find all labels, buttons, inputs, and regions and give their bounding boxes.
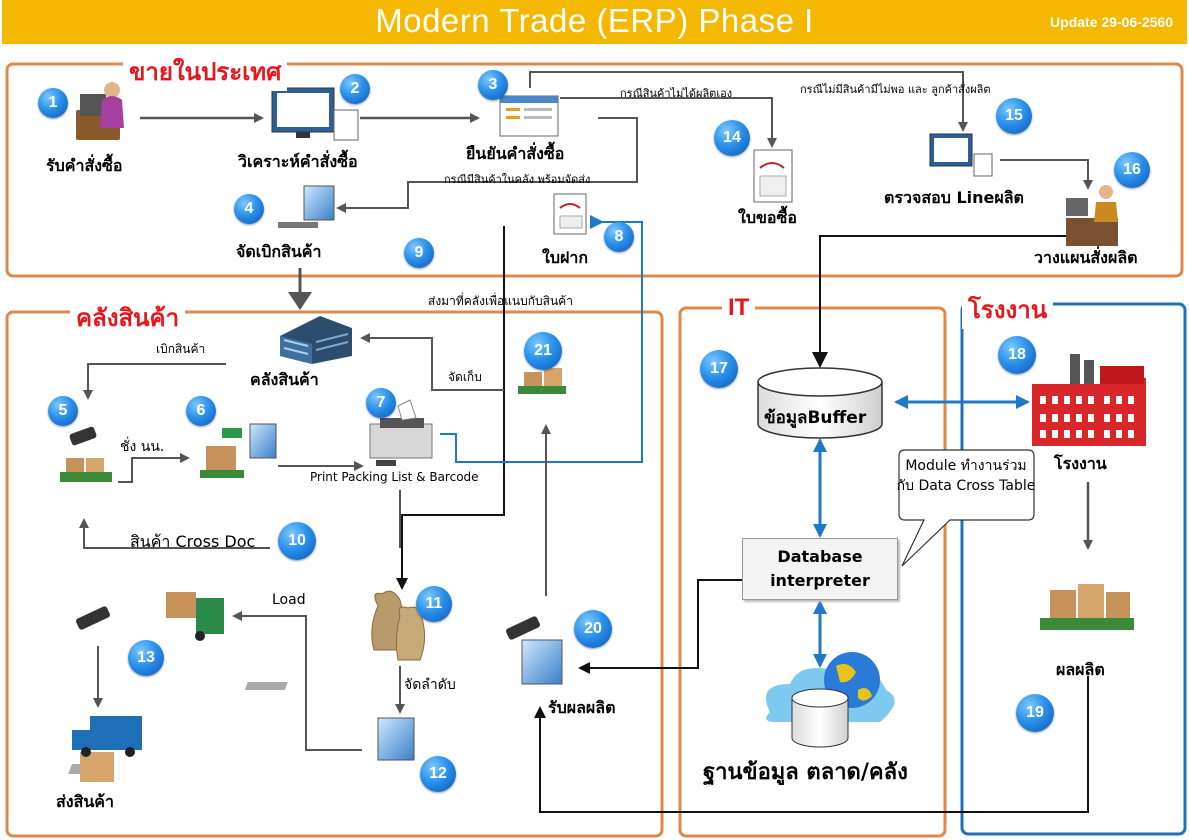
- node-label-product: ผลผลิต: [1056, 660, 1105, 679]
- node-label-factory: โรงงาน: [1054, 454, 1107, 473]
- region-title-warehouse: คลังสินค้า: [70, 298, 186, 337]
- edge-label-load: Load: [272, 592, 306, 608]
- node-label-print-packing: Print Packing List & Barcode: [310, 470, 479, 484]
- sacks-icon: [371, 590, 426, 661]
- region-it-frame: [678, 306, 947, 838]
- operator-icon: [76, 82, 124, 140]
- buffer-database-icon: [757, 367, 883, 439]
- node-label-ship-goods: ส่งสินค้า: [56, 792, 114, 811]
- pallet-icon-21: [518, 368, 566, 394]
- node-label-analyze-order: วิเคราะห์คำสั่งซื้อ: [238, 152, 358, 171]
- edge-label-weigh: ชั่ง นน.: [120, 439, 165, 455]
- step-badge-3: 3: [478, 70, 508, 100]
- region-title-factory: โรงงาน: [962, 290, 1054, 329]
- page-title: Modern Trade (ERP) Phase I: [375, 2, 814, 39]
- step-badge-21: 21: [524, 332, 562, 370]
- header-bar: [2, 0, 1187, 44]
- edge-label-in-stock: กรณีมีสินค้าในคลัง พร้อมจัดส่ง: [444, 173, 591, 186]
- node-label-market-db: ฐานข้อมูล ตลาด/คลัง: [703, 760, 908, 785]
- label-printer-icon: [369, 399, 433, 466]
- edge-label-not-enough: กรณีไม่มีสินค้ามีไม่พอ และ ลูกค้าสั่งผลิ…: [800, 83, 991, 96]
- callout-bubble: [898, 449, 1035, 567]
- step-badge-8: 8: [604, 222, 634, 252]
- step-badge-7: 7: [366, 388, 396, 418]
- node-label-production-plan: วางแผนสั่งผลิต: [1034, 248, 1138, 267]
- edge-label-not-produce: กรณีสินค้าไม่ได้ผลิตเอง: [620, 87, 733, 100]
- step-badge-19: 19: [1016, 694, 1054, 732]
- node-label-purchase-request: ใบขอซื้อ: [738, 208, 797, 227]
- region-domestic-frame: [5, 62, 1184, 278]
- step-badge-5: 5: [48, 396, 78, 426]
- edge-label-store: จัดเก็บ: [448, 370, 482, 384]
- step-badge-9: 9: [404, 238, 434, 268]
- region-factory-frame: [960, 302, 1187, 836]
- region-title-domestic: ขายในประเทศ: [123, 52, 288, 91]
- node-label-deposit-slip: ใบฝาก: [542, 248, 589, 267]
- edge-label-withdraw: เบิกสินค้า: [156, 342, 206, 356]
- step-badge-16: 16: [1114, 152, 1150, 188]
- step-badge-20: 20: [574, 610, 612, 648]
- forklift-scanner-icon: [76, 592, 224, 641]
- step-badge-2: 2: [340, 74, 370, 104]
- delivery-truck-icon: [72, 716, 142, 782]
- callout-text: Module ทำงานร่วม กับ Data Cross Table: [896, 458, 1036, 494]
- confirm-window-icon: [499, 95, 559, 137]
- line-check-monitor-icon: [929, 133, 993, 177]
- node-label-pick-goods: จัดเบิกสินค้า: [236, 242, 322, 261]
- step-badge-4: 4: [234, 194, 264, 224]
- deposit-slip-icon: [553, 193, 587, 235]
- factory-building-icon: [1032, 354, 1146, 446]
- step-badge-15: 15: [996, 98, 1032, 134]
- scanner-pallet-icon-5: [60, 426, 112, 482]
- receive-station-icon: [244, 616, 563, 690]
- step-badge-13: 13: [128, 640, 164, 676]
- node-label-confirm-order: ยืนยันคำสั่งซื้อ: [466, 144, 565, 163]
- node-label-buffer: ข้อมูลBuffer: [764, 408, 867, 428]
- analysis-monitor-icon: [271, 87, 359, 141]
- node-label-db-interpreter: Database interpreter: [770, 547, 870, 590]
- node-label-warehouse: คลังสินค้า: [250, 370, 319, 389]
- purchase-request-icon: [753, 149, 793, 203]
- step-badge-18: 18: [998, 336, 1036, 374]
- step-badge-10: 10: [278, 522, 316, 560]
- node-label-check-line: ตรวจสอบ Lineผลิต: [884, 188, 1024, 207]
- step-badge-17: 17: [700, 350, 738, 388]
- step-badge-11: 11: [416, 586, 452, 622]
- update-date: Update 29-06-2560: [1050, 14, 1173, 30]
- warehouse-building-icon: [280, 316, 352, 364]
- edge-label-cross-doc: สินค้า Cross Doc: [130, 532, 256, 551]
- node-label-receive-product: รับผลผลิต: [548, 698, 616, 717]
- region-title-it: IT: [722, 294, 756, 322]
- region-warehouse-frame: [5, 310, 664, 838]
- node-label-receive-order: รับคำสั่งซื้อ: [46, 156, 123, 175]
- database-interpreter-box: Database interpreter: [742, 538, 898, 600]
- edge-label-sort: จัดลำดับ: [404, 677, 456, 693]
- step-badge-6: 6: [186, 396, 216, 426]
- database-cloud-icon: [765, 652, 895, 748]
- computer-icon-4: [278, 185, 335, 228]
- step-badge-14: 14: [714, 120, 750, 156]
- planner-icon: [1066, 185, 1118, 246]
- edge-label-send-to-warehouse: ส่งมาที่คลังเพื่อแนบกับสินค้า: [428, 294, 573, 308]
- weighing-station-icon: [200, 423, 277, 478]
- step-badge-12: 12: [420, 756, 456, 792]
- product-pallet-icon: [1040, 584, 1134, 630]
- step-badge-1: 1: [38, 88, 68, 118]
